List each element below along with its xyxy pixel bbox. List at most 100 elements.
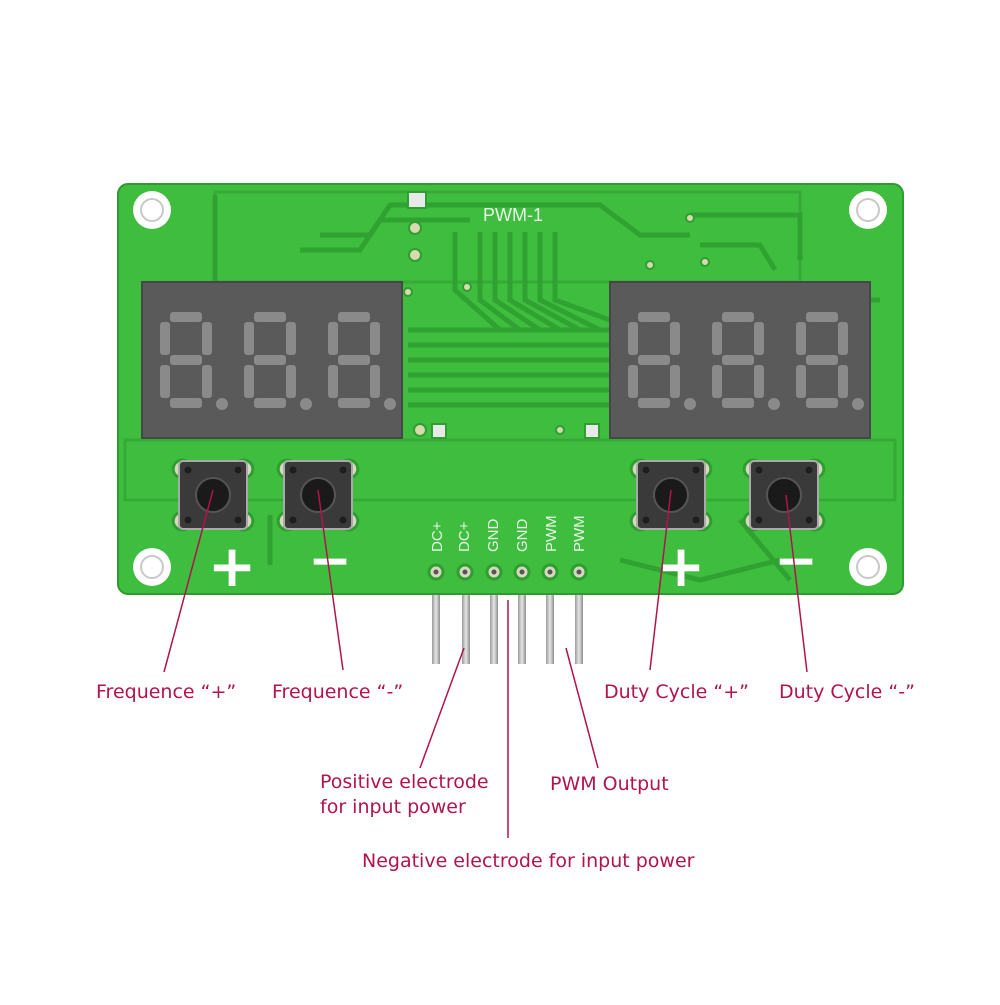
duty-minus-button-cap[interactable] — [766, 477, 802, 513]
duty-cycle-display-digit-2-segment-c — [754, 365, 764, 398]
freq-minus-button[interactable] — [276, 458, 360, 532]
duty-plus-button-corner-dot-4 — [692, 516, 700, 524]
duty-minus-button[interactable] — [742, 458, 826, 532]
pin-label-6: PWM — [571, 515, 588, 552]
frequency-display-digit-1-segment-b — [202, 322, 212, 355]
duty-cycle-display-digit-1-segment-c — [670, 365, 680, 398]
leader-freq-minus — [317, 489, 344, 671]
duty-cycle-display-digit-3-segment-f — [796, 322, 806, 355]
pin-label-2: DC+ — [456, 521, 473, 552]
callout-freq-plus: Frequence “+” — [96, 681, 237, 703]
freq-plus-button-corner-dot-2 — [234, 466, 242, 474]
frequency-display-digit-1-segment-f — [160, 322, 170, 355]
frequency-display-digit-1-segment-d — [170, 398, 202, 408]
callout-duty-plus: Duty Cycle “+” — [604, 681, 749, 703]
duty-cycle-display-digit-3-segment-d — [806, 398, 838, 408]
frequency-display-digit-1-segment-c — [202, 365, 212, 398]
duty-cycle-display-digit-3-segment-e — [796, 365, 806, 398]
callout-positive-line1: Positive electrode — [320, 771, 489, 793]
duty-plus-button-corner-dot-3 — [642, 516, 650, 524]
frequency-display-digit-3-segment-a — [338, 312, 370, 322]
frequency-display-digit-1-segment-g — [170, 355, 202, 365]
callout-duty-minus: Duty Cycle “-” — [779, 681, 915, 703]
frequency-display — [141, 281, 403, 439]
frequency-display-digit-3-segment-b — [370, 322, 380, 355]
freq-plus-sign: + — [208, 532, 257, 600]
callout-freq-minus: Frequence “-” — [272, 681, 404, 703]
pin-label-3: GND — [485, 519, 502, 553]
callout-lines — [163, 489, 808, 838]
frequency-display-digit-2-segment-g — [254, 355, 286, 365]
freq-minus-button-corner-dot-3 — [289, 516, 297, 524]
leader-duty-plus — [649, 489, 672, 671]
duty-cycle-display-digit-1-decimal-point — [684, 398, 696, 410]
duty-plus-button-corner-dot-2 — [692, 466, 700, 474]
duty-minus-button-corner-dot-1 — [755, 466, 763, 474]
pin-label-1: DC+ — [429, 521, 446, 552]
frequency-display-digit-3-segment-c — [370, 365, 380, 398]
frequency-display-digit-1-segment-e — [160, 365, 170, 398]
duty-cycle-display-digit-1-segment-b — [670, 322, 680, 355]
freq-minus-button-corner-dot-2 — [339, 466, 347, 474]
duty-cycle-display-digit-3-decimal-point — [852, 398, 864, 410]
frequency-display-digit-2-segment-c — [286, 365, 296, 398]
duty-plus-button-corner-dot-1 — [642, 466, 650, 474]
board-title: PWM-1 — [483, 205, 543, 225]
frequency-display-digits — [160, 312, 396, 410]
duty-minus-button-corner-dot-3 — [755, 516, 763, 524]
duty-cycle-display-digit-1-segment-f — [628, 322, 638, 355]
frequency-display-digit-2-segment-f — [244, 322, 254, 355]
duty-cycle-display-digit-2-decimal-point — [768, 398, 780, 410]
frequency-display-digit-2-decimal-point — [300, 398, 312, 410]
callout-positive-line2: for input power — [320, 796, 466, 818]
duty-minus-button-corner-dot-2 — [805, 466, 813, 474]
duty-cycle-display-digit-1-segment-a — [638, 312, 670, 322]
freq-plus-button-corner-dot-4 — [234, 516, 242, 524]
duty-cycle-display-digit-2-segment-g — [722, 355, 754, 365]
duty-cycle-display-digit-1-segment-d — [638, 398, 670, 408]
frequency-display-digit-2-segment-e — [244, 365, 254, 398]
frequency-display-digit-1-segment-a — [170, 312, 202, 322]
duty-cycle-display-digit-1-segment-e — [628, 365, 638, 398]
mounting-holes — [133, 191, 887, 586]
freq-plus-button-corner-dot-3 — [184, 516, 192, 524]
duty-minus-button-corner-dot-4 — [805, 516, 813, 524]
freq-plus-button-cap[interactable] — [195, 477, 231, 513]
callout-pwm-output: PWM Output — [550, 773, 669, 795]
duty-cycle-display-digit-2-segment-b — [754, 322, 764, 355]
freq-minus-button-corner-dot-4 — [339, 516, 347, 524]
frequency-display-digit-3-segment-d — [338, 398, 370, 408]
frequency-display-digit-3-segment-e — [328, 365, 338, 398]
leader-positive — [419, 647, 465, 769]
frequency-display-digit-2-segment-a — [254, 312, 286, 322]
leader-duty-minus — [785, 494, 808, 673]
freq-plus-button-corner-dot-1 — [184, 466, 192, 474]
duty-cycle-display-digit-3-segment-c — [838, 365, 848, 398]
freq-minus-button-corner-dot-1 — [289, 466, 297, 474]
frequency-display-digit-3-decimal-point — [384, 398, 396, 410]
duty-cycle-display-digit-3-segment-b — [838, 322, 848, 355]
frequency-display-digit-3-segment-g — [338, 355, 370, 365]
duty-cycle-display-digit-3-segment-g — [806, 355, 838, 365]
freq-plus-button[interactable] — [171, 458, 255, 532]
callout-negative: Negative electrode for input power — [362, 850, 695, 872]
leader-freq-plus — [163, 489, 214, 673]
duty-cycle-display-digit-1-segment-g — [638, 355, 670, 365]
duty-cycle-display — [609, 281, 871, 439]
freq-minus-sign: − — [308, 531, 352, 591]
header-pads — [427, 563, 588, 581]
duty-cycle-display-digit-2-segment-a — [722, 312, 754, 322]
frequency-display-digit-1-decimal-point — [216, 398, 228, 410]
duty-plus-sign: + — [657, 532, 706, 600]
pin-label-5: PWM — [543, 515, 560, 552]
duty-cycle-display-digit-2-segment-f — [712, 322, 722, 355]
pcb-vias — [403, 191, 710, 439]
leader-pwm — [565, 647, 599, 769]
duty-cycle-display-digit-2-segment-e — [712, 365, 722, 398]
frequency-display-digit-3-segment-f — [328, 322, 338, 355]
duty-cycle-display-digit-2-segment-d — [722, 398, 754, 408]
frequency-display-digit-2-segment-d — [254, 398, 286, 408]
header-pins — [432, 588, 583, 664]
